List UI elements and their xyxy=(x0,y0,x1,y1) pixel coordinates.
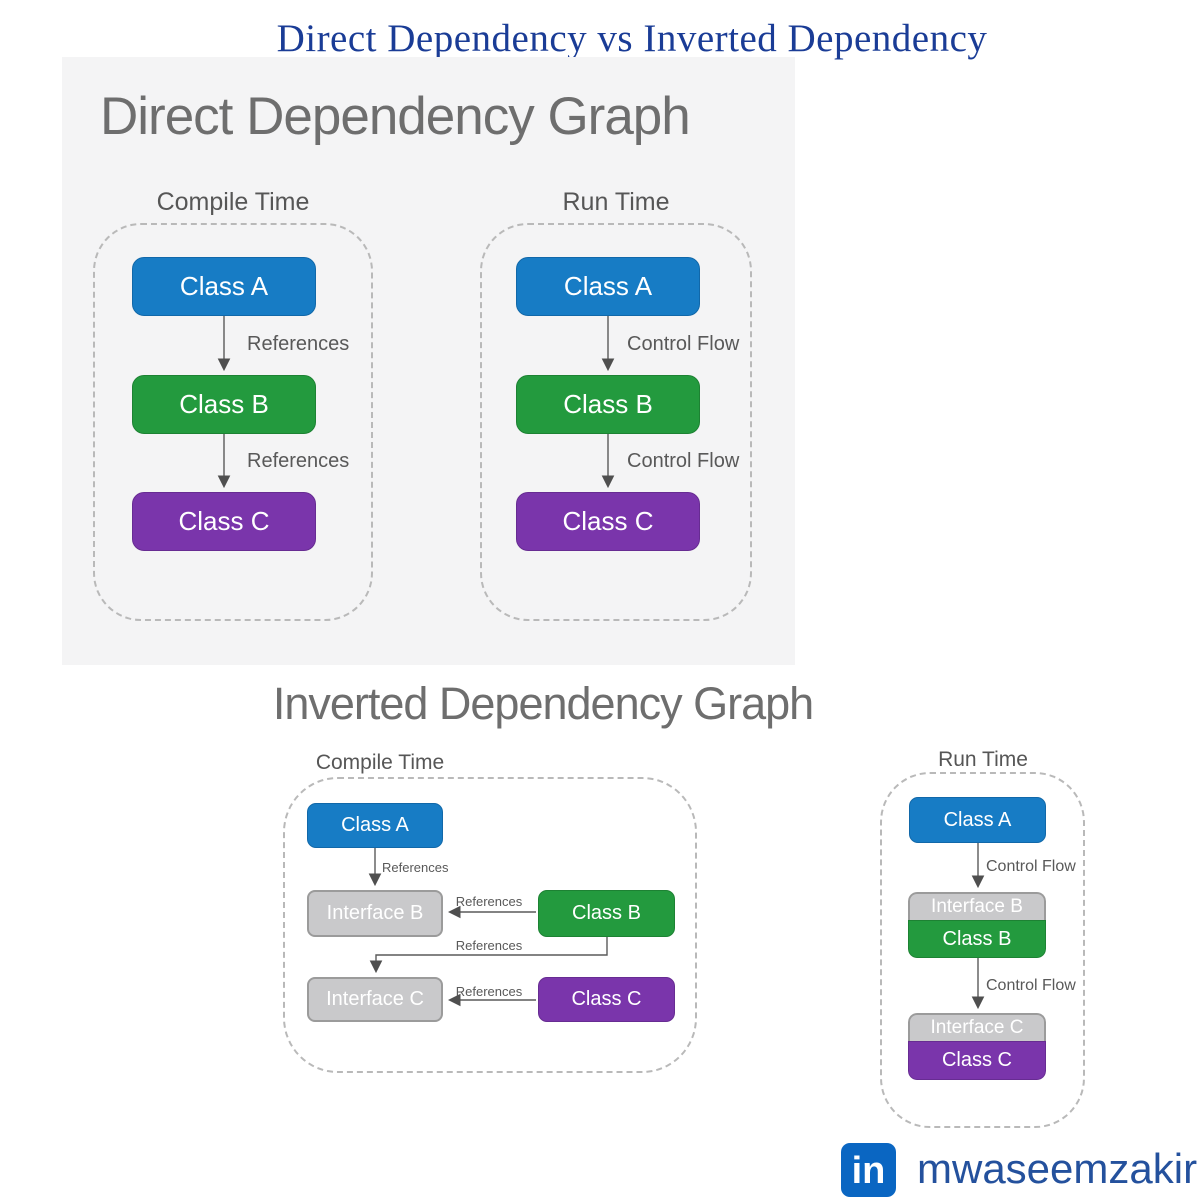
direct-compile-class-b-node: Class B xyxy=(132,375,316,434)
direct-run-class-b-node: Class B xyxy=(516,375,700,434)
inverted-run-interface-b-node: Interface B xyxy=(908,892,1046,920)
inverted-compile-class-c-node: Class C xyxy=(538,977,675,1022)
inverted-compile-edge-a-ib-label: References xyxy=(382,860,449,875)
inverted-graph-heading: Inverted Dependency Graph xyxy=(272,678,814,729)
direct-run-edge-label-1: Control Flow xyxy=(627,333,740,355)
direct-compile-container xyxy=(93,223,373,621)
inverted-run-c-stack: Interface C Class C xyxy=(908,1013,1046,1080)
inverted-run-class-b-node: Class B xyxy=(908,920,1046,958)
inverted-compile-class-a-node: Class A xyxy=(307,803,443,848)
direct-graph-panel xyxy=(62,57,795,665)
inverted-run-edge-b-c-label: Control Flow xyxy=(986,977,1076,994)
inverted-run-label: Run Time xyxy=(938,748,1028,771)
direct-compile-class-a-node: Class A xyxy=(132,257,316,316)
linkedin-icon: in xyxy=(841,1143,896,1197)
direct-graph-heading: Direct Dependency Graph xyxy=(100,87,691,146)
direct-compile-label: Compile Time xyxy=(156,188,310,216)
inverted-run-class-a-node: Class A xyxy=(909,797,1046,843)
direct-compile-class-c-node: Class C xyxy=(132,492,316,551)
inverted-run-interface-c-node: Interface C xyxy=(908,1013,1046,1041)
direct-compile-edge-label-2: References xyxy=(247,450,350,472)
direct-run-class-c-node: Class C xyxy=(516,492,700,551)
linkedin-lockup[interactable]: in mwaseemzakir xyxy=(841,1143,1197,1199)
inverted-run-container xyxy=(880,772,1085,1128)
inverted-run-edge-a-b-label: Control Flow xyxy=(986,858,1076,875)
inverted-compile-label: Compile Time xyxy=(315,751,445,774)
direct-run-class-a-node: Class A xyxy=(516,257,700,316)
inverted-compile-class-b-node: Class B xyxy=(538,890,675,937)
direct-run-container xyxy=(480,223,752,621)
inverted-compile-edge-b-ib-label: References xyxy=(455,894,523,909)
page-title: Direct Dependency vs Inverted Dependency xyxy=(276,17,988,60)
inverted-compile-edge-b-ic-label: References xyxy=(455,938,523,953)
direct-run-label: Run Time xyxy=(562,188,670,216)
inverted-run-b-stack: Interface B Class B xyxy=(908,892,1046,958)
inverted-run-class-c-node: Class C xyxy=(908,1041,1046,1080)
inverted-compile-interface-b-node: Interface B xyxy=(307,890,443,937)
linkedin-handle: mwaseemzakir xyxy=(917,1145,1198,1192)
direct-compile-edge-label-1: References xyxy=(247,333,350,355)
inverted-compile-container xyxy=(283,777,697,1073)
inverted-compile-edge-c-ic-label: References xyxy=(455,984,523,999)
inverted-compile-interface-c-node: Interface C xyxy=(307,977,443,1022)
direct-run-edge-label-2: Control Flow xyxy=(627,450,740,472)
